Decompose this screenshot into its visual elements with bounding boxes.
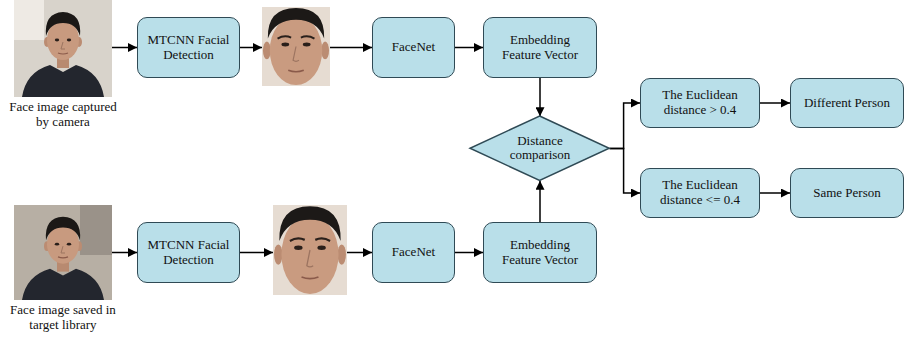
- flow-arrow: [610, 148, 640, 193]
- node-label: Different Person: [804, 96, 890, 111]
- process-box: The Euclidean distance > 0.4: [640, 78, 760, 128]
- flow-arrow: [760, 102, 790, 104]
- photo-node: Face image captured by camera: [14, 0, 112, 97]
- node-label: Same Person: [813, 186, 881, 201]
- process-box: Embedding Feature Vector: [483, 222, 597, 283]
- flow-arrow: [240, 47, 262, 49]
- node-label: Embedding Feature Vector: [490, 33, 590, 63]
- cropped-face: [262, 7, 330, 86]
- process-box: FaceNet: [372, 17, 455, 78]
- node-label: FaceNet: [392, 245, 435, 260]
- node-label: The Euclidean distance <= 0.4: [647, 178, 753, 208]
- caption-block: Face image saved in target library: [4, 303, 122, 333]
- diamond-shape: [470, 116, 609, 180]
- process-box: Same Person: [790, 168, 904, 218]
- flow-arrow: [455, 47, 483, 49]
- decision-diamond: Distance comparison: [470, 116, 609, 180]
- face-photo: [22, 217, 104, 300]
- flow-arrow: [610, 103, 640, 148]
- node-label: Embedding Feature Vector: [490, 238, 590, 268]
- process-box: MTCNN Facial Detection: [137, 222, 240, 283]
- image-caption: Face image saved in target library: [4, 303, 122, 333]
- image-caption: Face image captured by camera: [4, 100, 122, 130]
- photo-node: Face image saved in target library: [14, 205, 112, 300]
- process-box: FaceNet: [372, 222, 455, 283]
- process-box: Different Person: [790, 78, 904, 128]
- process-box: Embedding Feature Vector: [483, 17, 597, 78]
- flow-arrow: [112, 47, 137, 49]
- photo-background: [80, 205, 112, 255]
- node-label: MTCNN Facial Detection: [144, 33, 233, 63]
- flow-arrow: [539, 78, 541, 116]
- flow-arrow: [455, 252, 483, 254]
- flow-arrow: [539, 181, 541, 222]
- photo-background: [14, 0, 112, 97]
- flow-arrow: [347, 252, 372, 254]
- node-label: MTCNN Facial Detection: [144, 238, 233, 268]
- caption-block: Face image captured by camera: [4, 100, 122, 130]
- cropped-face: [273, 205, 347, 295]
- photo-background: [14, 0, 44, 40]
- node-label: The Euclidean distance > 0.4: [647, 88, 753, 118]
- node-label: Distance comparison: [498, 134, 582, 164]
- process-box: The Euclidean distance <= 0.4: [640, 168, 760, 218]
- photo-background: [14, 205, 112, 300]
- node-label: FaceNet: [392, 40, 435, 55]
- flow-arrow: [240, 252, 273, 254]
- face-photo: [22, 12, 104, 97]
- flow-arrow: [112, 252, 137, 254]
- process-box: MTCNN Facial Detection: [137, 17, 240, 78]
- flow-arrow: [760, 192, 790, 194]
- flow-arrow: [330, 47, 372, 49]
